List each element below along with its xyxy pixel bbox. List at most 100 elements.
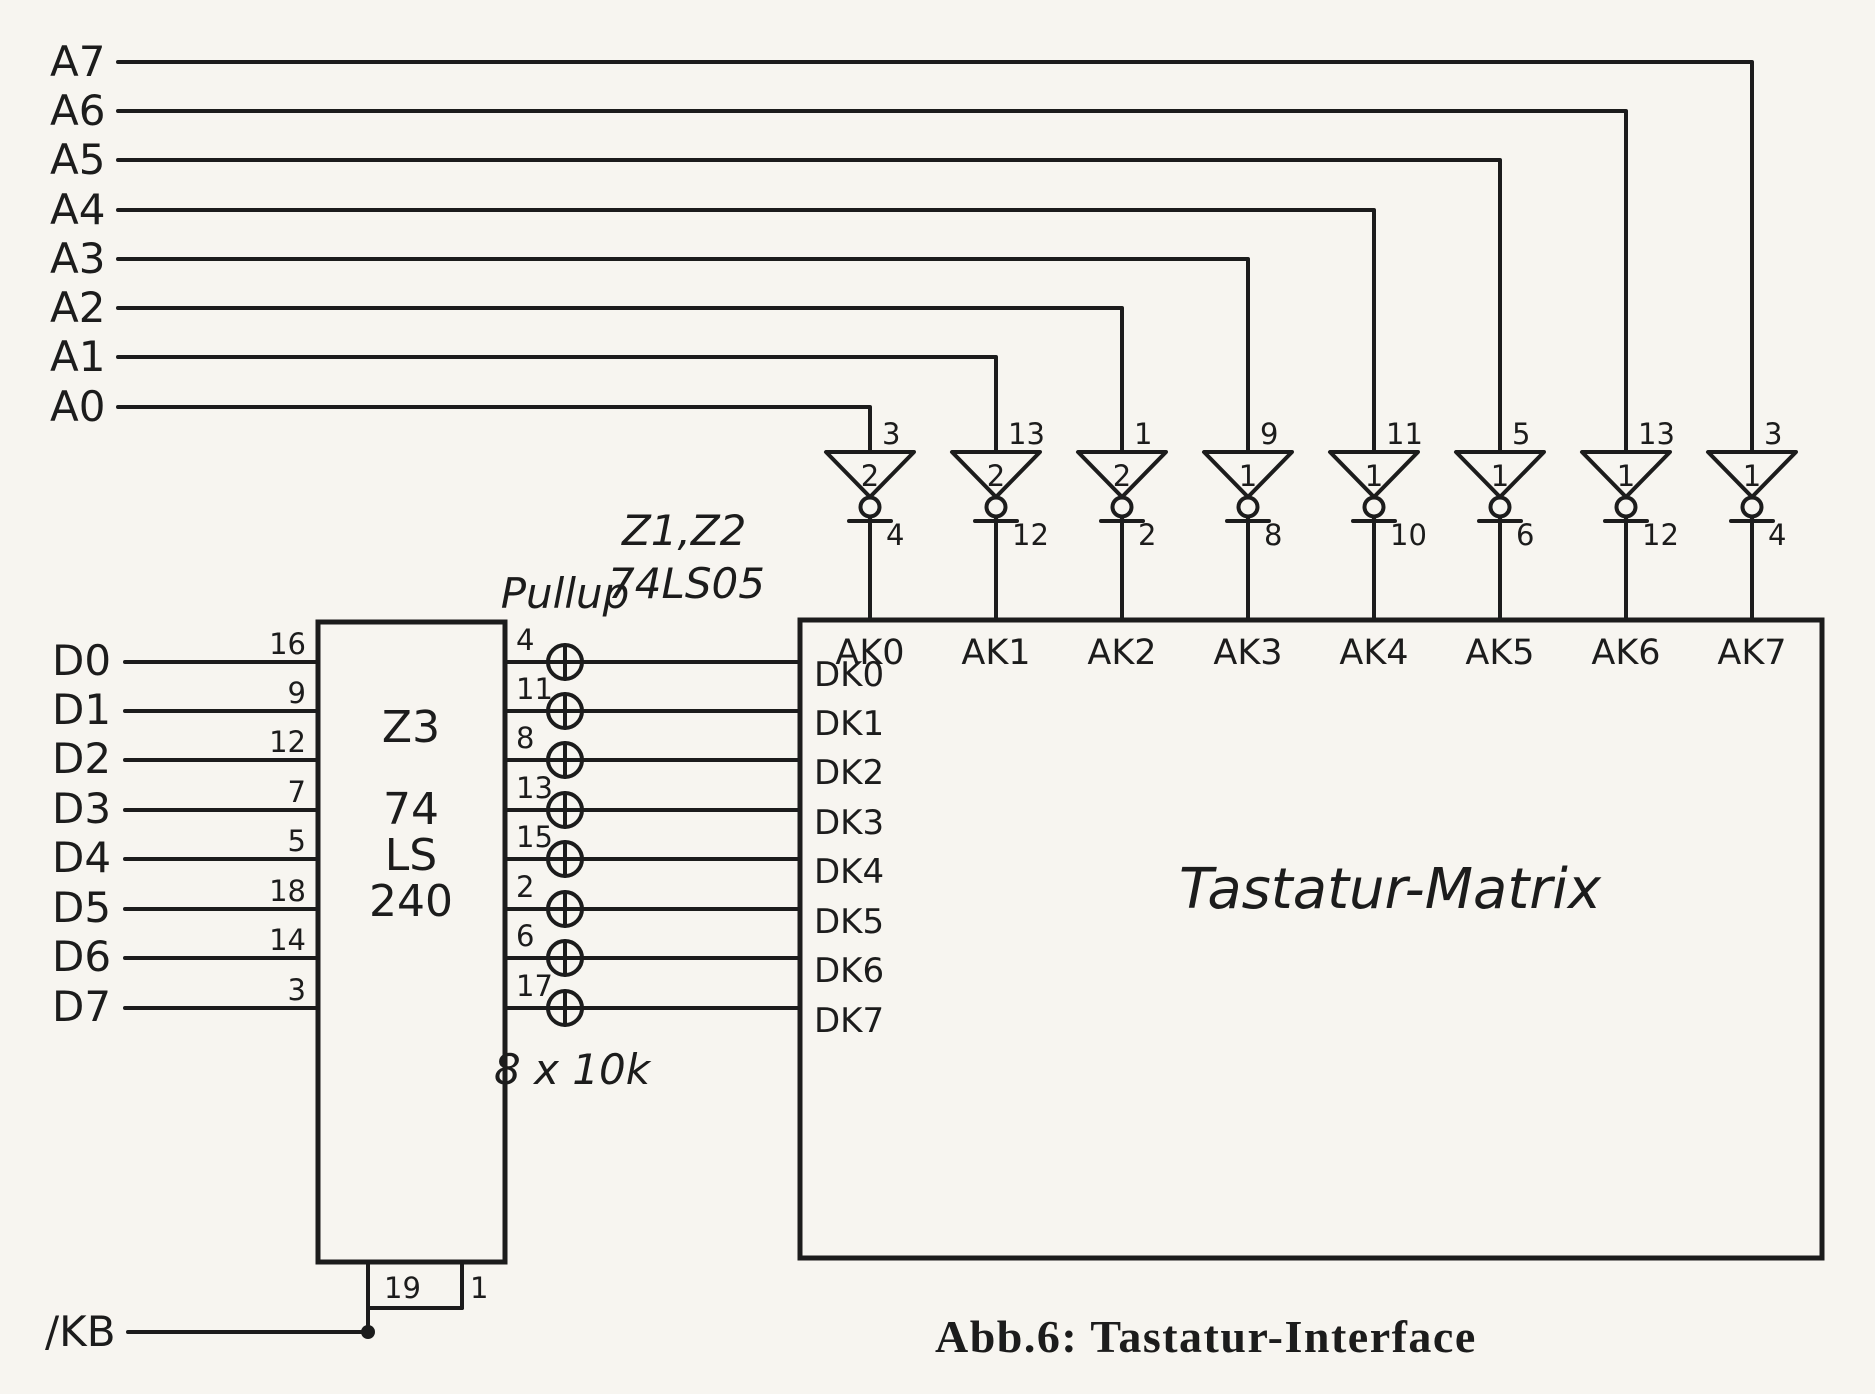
buffer-input-pin: 7	[288, 775, 306, 809]
inverter-bubble	[1236, 495, 1260, 519]
address-wire-a3	[116, 257, 1250, 454]
data-label-d7: D7	[52, 982, 111, 1031]
data-label-d1: D1	[52, 685, 111, 734]
address-label-a2: A2	[50, 283, 105, 332]
inverter-output-pin: 4	[1768, 518, 1786, 552]
kb-junction-dot	[361, 1325, 375, 1339]
address-label-a6: A6	[50, 86, 105, 135]
inverter-a3: 9 1 8	[1202, 417, 1294, 622]
address-label-a4: A4	[50, 185, 105, 234]
pullup-resistor	[546, 840, 584, 878]
buffer-input-pin: 3	[288, 973, 306, 1007]
address-wire-a5	[116, 158, 1502, 454]
pullup-value: 8 x 10k	[494, 1045, 652, 1094]
inverter-output-pin: 8	[1264, 518, 1282, 552]
data-bus: D0 16 4 DK0 D1 9 11 DK1 D2	[52, 623, 884, 1041]
buffer-output-pin: 17	[516, 969, 553, 1003]
data-label-d2: D2	[52, 734, 111, 783]
enable-circuit: 19 1 /KB	[45, 1260, 488, 1356]
buffer-input-pin: 5	[288, 824, 306, 858]
buffer-output-pin: 6	[516, 919, 534, 953]
inverter-triangle	[1076, 450, 1168, 499]
address-line-a7: A7	[50, 37, 1754, 454]
data-line-d0: D0 16 4 DK0	[52, 623, 884, 695]
address-line-a2: A2	[50, 283, 1124, 454]
buffer-output-pin: 13	[516, 771, 553, 805]
inverter-output-pin: 2	[1138, 518, 1156, 552]
buffer-outline	[315, 619, 508, 1265]
address-line-a1: A1	[50, 332, 998, 454]
buffer-input-pin: 9	[288, 676, 306, 710]
matrix-pin-dk2: DK2	[814, 753, 884, 793]
inverter-bank: Z1,Z2 74LS05 3 2 4 13 2 12 1 2 2	[608, 417, 1798, 622]
matrix-outline	[797, 617, 1825, 1261]
address-wire-a7	[116, 60, 1754, 454]
data-line-d4: D4 5 15 DK4	[52, 820, 884, 892]
data-line-d7: D7 3 17 DK7	[52, 969, 884, 1041]
kb-signal-label: /KB	[45, 1307, 116, 1356]
data-label-d6: D6	[52, 932, 111, 981]
inverter-triangle	[1202, 450, 1294, 499]
data-label-d3: D3	[52, 784, 111, 833]
inverter-input-pin: 13	[1008, 417, 1045, 451]
inverter-triangle	[1706, 450, 1798, 499]
address-wire-a4	[116, 208, 1376, 454]
address-line-a4: A4	[50, 185, 1376, 454]
matrix-pin-dk3: DK3	[814, 803, 884, 843]
matrix-pin-dk6: DK6	[814, 951, 884, 991]
matrix-pin-ak3: AK3	[1213, 633, 1282, 673]
inverter-output-pin: 12	[1642, 518, 1679, 552]
buffer-output-pin: 4	[516, 623, 534, 657]
matrix-title: Tastatur-Matrix	[1179, 857, 1602, 922]
matrix-pin-dk1: DK1	[814, 704, 884, 744]
address-line-a0: A0	[50, 382, 872, 454]
inverter-gate-number: 1	[1365, 459, 1383, 493]
inverter-triangle	[950, 450, 1042, 499]
buffer-output-pin: 11	[516, 672, 553, 706]
address-wire-a0	[116, 405, 872, 454]
buffer-output-pin: 15	[516, 820, 553, 854]
address-wire-a2	[116, 306, 1124, 454]
figure-caption: Abb.6: Tastatur-Interface	[935, 1311, 1477, 1362]
data-line-d3: D3 7 13 DK3	[52, 771, 884, 843]
inverter-a0: 3 2 4	[824, 417, 916, 622]
inverter-gate-number: 1	[1743, 459, 1761, 493]
matrix-pin-ak0: AK0	[835, 633, 904, 673]
pullup-labels: Pullup 8 x 10k	[494, 569, 652, 1094]
matrix-pin-ak5: AK5	[1465, 633, 1534, 673]
data-line-d5: D5 18 2 DK5	[52, 870, 884, 942]
inverter-output-pin: 10	[1390, 518, 1427, 552]
address-line-a3: A3	[50, 234, 1250, 454]
buffer-output-pin: 2	[516, 870, 534, 904]
inverter-a4: 11 1 10	[1328, 417, 1427, 622]
matrix-pin-ak4: AK4	[1339, 633, 1408, 673]
pullup-resistor	[546, 741, 584, 779]
pullup-resistor	[546, 890, 584, 928]
matrix-pin-ak2: AK2	[1087, 633, 1156, 673]
inverter-a6: 13 1 12	[1580, 417, 1679, 622]
address-line-a6: A6	[50, 86, 1628, 454]
inverter-bubble	[1614, 495, 1638, 519]
inverter-gate-number: 2	[987, 459, 1005, 493]
inverter-triangle	[1580, 450, 1672, 499]
inverter-input-pin: 11	[1386, 417, 1423, 451]
data-line-d2: D2 12 8 DK2	[52, 721, 884, 793]
matrix-pin-dk0: DK0	[814, 655, 884, 695]
address-label-a0: A0	[50, 382, 105, 431]
pullup-resistor	[546, 692, 584, 730]
matrix-pin-ak1: AK1	[961, 633, 1030, 673]
address-wire-a1	[116, 355, 998, 454]
inverter-a2: 1 2 2	[1076, 417, 1168, 622]
inverter-bubble	[1110, 495, 1134, 519]
pullup-resistor	[546, 643, 584, 681]
address-label-a7: A7	[50, 37, 105, 86]
inverter-bubble	[1362, 495, 1386, 519]
buffer-label-line3: LS	[385, 830, 437, 881]
inverter-a1: 13 2 12	[950, 417, 1049, 622]
data-label-d0: D0	[52, 636, 111, 685]
data-line-d6: D6 14 6 DK6	[52, 919, 884, 991]
data-line-d1: D1 9 11 DK1	[52, 672, 884, 744]
inverter-input-pin: 13	[1638, 417, 1675, 451]
buffer-output-pin: 8	[516, 721, 534, 755]
